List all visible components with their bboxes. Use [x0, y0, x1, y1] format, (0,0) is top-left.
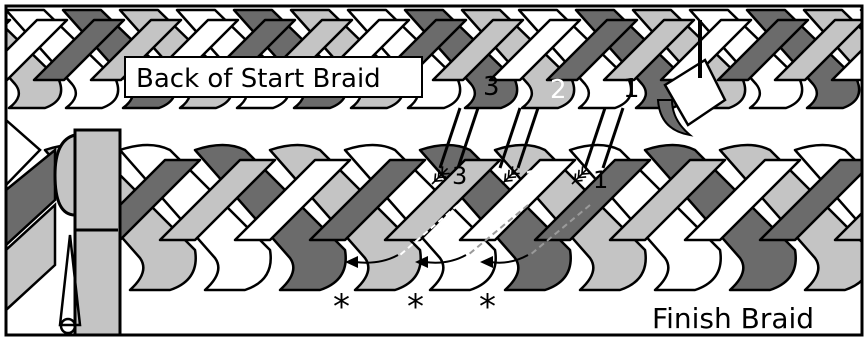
- curved-arrow-icon: [480, 254, 529, 268]
- start-braid-strand: [32, 18, 126, 82]
- finish-braid-strand: [158, 158, 277, 242]
- asterisk-2: *: [407, 287, 424, 327]
- finish-braid-strand: [233, 158, 352, 242]
- curved-arrow-icon: [345, 254, 399, 268]
- start-braid-strand: [0, 10, 4, 108]
- asterisk-3: *: [479, 287, 496, 327]
- start-number-3: 3: [483, 72, 500, 102]
- asterisk-1: *: [333, 287, 350, 327]
- binder-clip-icon: [53, 128, 122, 335]
- start-braid-strand: [716, 18, 810, 82]
- start-braid-strand: [830, 48, 862, 82]
- finish-braid-strand: [383, 158, 502, 242]
- finish-braid-strand: [533, 158, 652, 242]
- stitch-lines: [438, 107, 625, 169]
- finish-braid-strand: [683, 158, 802, 242]
- finish-number-1: 1: [593, 166, 608, 194]
- start-number-2: 2: [550, 75, 567, 105]
- start-braid-strand: [545, 18, 639, 82]
- start-braid-strand: [6, 18, 69, 82]
- guides: [399, 204, 591, 256]
- feather-arrows: [431, 166, 590, 185]
- start-braid-strand: [773, 18, 862, 82]
- finish-number-2: 2: [525, 166, 540, 194]
- finish-number-3: 3: [452, 162, 467, 190]
- finish-braid: [43, 143, 862, 292]
- finish-braid-strand: [308, 158, 427, 242]
- start-braid-strand: [431, 18, 525, 82]
- needle-icon: [656, 20, 727, 137]
- finish-braid-strand: [758, 158, 862, 242]
- finish-braid-label: Finish Braid: [652, 302, 814, 335]
- left-edge-strands: [6, 118, 57, 312]
- start-number-1: 1: [623, 74, 640, 104]
- start-braid-strand: [602, 18, 696, 82]
- diagram-frame: [4, 4, 864, 337]
- finish-braid-strand: [608, 158, 727, 242]
- start-braid-strand: [488, 18, 582, 82]
- start-braid-label: Back of Start Braid: [136, 64, 381, 94]
- curved-arrow-icon: [415, 254, 467, 268]
- finish-braid-strand: [833, 211, 862, 242]
- start-braid-label-box: Back of Start Braid: [124, 56, 423, 98]
- finish-braid-strand: [458, 158, 577, 242]
- start-braid-strand: [89, 18, 183, 82]
